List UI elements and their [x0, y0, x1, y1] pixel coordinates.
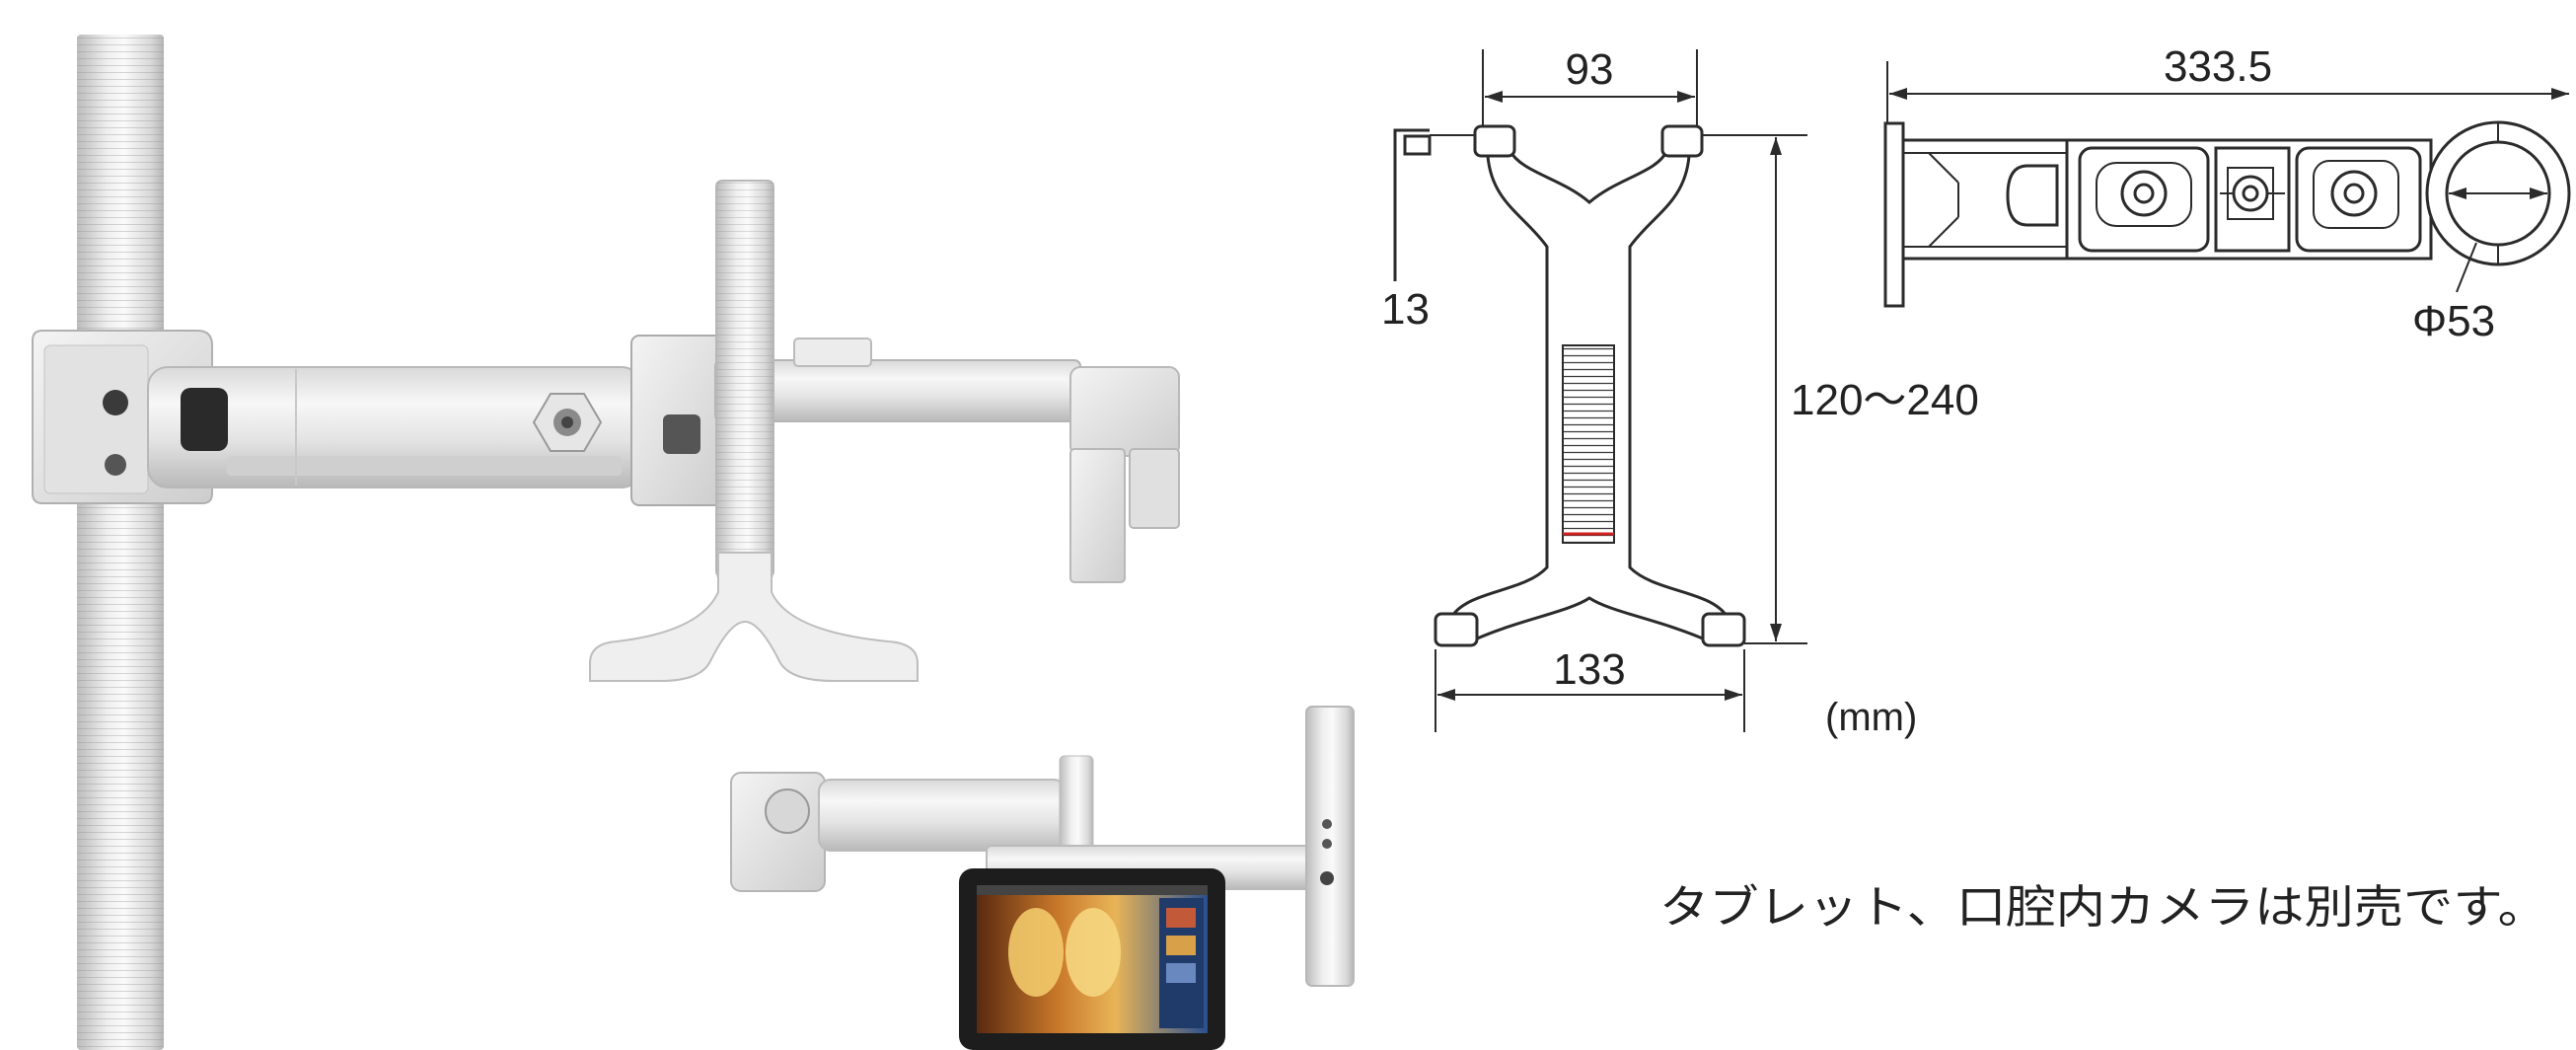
- joint-module-2: [2214, 146, 2291, 253]
- holder-button: [1320, 871, 1334, 885]
- holder-button: [1322, 819, 1332, 829]
- small-clamp: [730, 772, 826, 892]
- screen-thumbnail: [1166, 963, 1196, 983]
- holder-spine-texture: [716, 181, 773, 577]
- screen-thumbnail: [1166, 936, 1196, 955]
- grip-side-block: [1403, 134, 1432, 156]
- arm-opening: [181, 388, 228, 451]
- screen-thumbnail: [1166, 908, 1196, 928]
- diameter-leader: [2456, 242, 2477, 293]
- clamp-screw-hole: [103, 390, 128, 415]
- holder-button: [1322, 839, 1332, 849]
- bottom-grip-left: [1434, 612, 1479, 647]
- bracket-slot: [2006, 164, 2059, 227]
- bottom-grip-right: [1701, 612, 1746, 647]
- tablet: [959, 868, 1225, 1050]
- pole-clamp-face: [43, 344, 149, 494]
- joint-module-3: [2295, 146, 2422, 253]
- dim-label-height-range: 120～240: [1791, 376, 1979, 424]
- small-arm: [818, 779, 1067, 852]
- holder-ribbed-section: [1562, 344, 1615, 544]
- end-plate: [1883, 121, 1905, 308]
- holder-foot: [589, 552, 919, 682]
- arm-knob: [532, 393, 603, 452]
- screen-tooth-image: [1008, 908, 1064, 997]
- pole-clamp-ring: [2425, 120, 2571, 266]
- dim-label-bottom-width: 133: [1553, 645, 1625, 694]
- unit-label: (mm): [1825, 696, 1917, 739]
- small-clamp-hole: [765, 788, 810, 834]
- extension-top-block: [793, 338, 872, 367]
- top-grip-left: [1473, 124, 1516, 158]
- joint-module-1: [2078, 146, 2210, 253]
- dim-label-diameter: Φ53: [2412, 297, 2495, 345]
- joint-bolt: [663, 414, 700, 454]
- product-photo-with-tablet: [730, 706, 1355, 1050]
- front-view-drawing: 93 13 120～240 133 (mm): [1381, 45, 1979, 739]
- screen-tooth-image: [1066, 908, 1121, 997]
- product-photo-main: [32, 35, 1180, 1050]
- top-grip-right: [1660, 124, 1704, 158]
- arm-lower-panel: [227, 456, 622, 476]
- dim-label-top-width: 93: [1566, 45, 1614, 94]
- pole-texture: [77, 35, 164, 1050]
- dim-label-grip-depth: 13: [1381, 285, 1430, 334]
- grip-side-profile: [1393, 128, 1430, 281]
- note-text: タブレット、口腔内カメラは別売です。: [1659, 880, 2547, 934]
- clamp-screw-hole: [105, 454, 126, 476]
- top-view-drawing: 333.5: [1883, 42, 2571, 345]
- screen-top-bar: [977, 885, 1208, 895]
- dim-label-overall-length: 333.5: [2164, 42, 2272, 91]
- camera-holder: [1069, 366, 1180, 583]
- bracket-section: [1903, 140, 2069, 259]
